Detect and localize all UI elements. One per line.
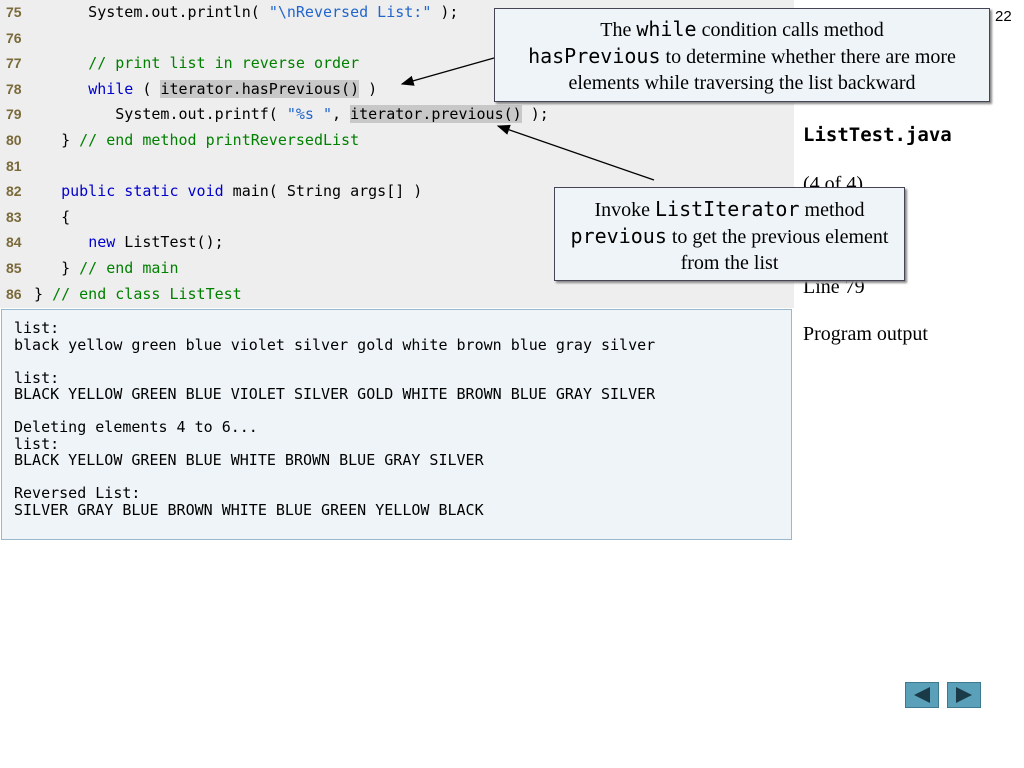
line-number: 80 bbox=[6, 132, 22, 148]
sidebar-program-output: Program output bbox=[803, 323, 928, 345]
code-text: new ListTest(); bbox=[88, 233, 224, 252]
line-number: 76 bbox=[6, 29, 22, 46]
code-line: 80 } // end method printReversedList bbox=[0, 128, 794, 153]
line-number: 81 bbox=[6, 157, 22, 174]
triangle-right-icon bbox=[956, 687, 972, 703]
code-text: } // end method printReversedList bbox=[34, 131, 360, 149]
code-line: 78 while ( iterator.hasPrevious() ) bbox=[0, 77, 794, 102]
program-output: list: black yellow green blue violet sil… bbox=[1, 309, 792, 540]
line-number: 85 bbox=[6, 260, 22, 276]
line-number: 79 bbox=[6, 106, 22, 123]
code-line: 77 // print list in reverse order bbox=[0, 51, 794, 76]
code-line: 81 bbox=[0, 154, 794, 179]
line-number: 84 bbox=[6, 234, 22, 251]
next-slide-button[interactable] bbox=[947, 682, 981, 708]
callout-previous: Invoke ListIterator method previous to g… bbox=[554, 187, 905, 281]
code-line: 83 { bbox=[0, 205, 794, 230]
line-number: 82 bbox=[6, 183, 22, 200]
prev-slide-button[interactable] bbox=[905, 682, 939, 708]
callout-haspr​evious: The while condition calls method hasPrev… bbox=[494, 8, 990, 102]
code-line: 75 System.out.println( "\nReversed List:… bbox=[0, 0, 794, 25]
triangle-left-icon bbox=[914, 687, 930, 703]
code-line: 76 bbox=[0, 26, 794, 51]
code-line: 86 } // end class ListTest bbox=[0, 282, 794, 307]
code-line: 85 } // end main bbox=[0, 256, 794, 281]
line-number: 83 bbox=[6, 208, 22, 225]
code-text: } // end class ListTest bbox=[34, 284, 242, 303]
line-number: 77 bbox=[6, 55, 22, 72]
line-number: 75 bbox=[6, 4, 22, 20]
sidebar-line-ref: Line 79 bbox=[803, 276, 865, 298]
line-number: 78 bbox=[6, 80, 22, 97]
code-text: System.out.println( "\nReversed List:" )… bbox=[34, 3, 459, 21]
sidebar-filename: ListTest.java bbox=[803, 124, 952, 146]
code-text: // print list in reverse order bbox=[88, 54, 360, 73]
code-text: public static void main( String args[] ) bbox=[61, 182, 423, 201]
code-text: while ( iterator.hasPrevious() ) bbox=[88, 79, 378, 98]
line-number: 86 bbox=[6, 285, 22, 302]
code-line: 82 public static void main( String args[… bbox=[0, 179, 794, 204]
slide-number: 22 bbox=[995, 8, 1012, 25]
code-text: } // end main bbox=[34, 259, 179, 277]
code-text: { bbox=[34, 207, 71, 226]
code-line: 84 new ListTest(); bbox=[0, 230, 794, 255]
code-text: System.out.printf( "%s ", iterator.previ… bbox=[34, 105, 549, 124]
code-line: 79 System.out.printf( "%s ", iterator.pr… bbox=[0, 102, 794, 127]
